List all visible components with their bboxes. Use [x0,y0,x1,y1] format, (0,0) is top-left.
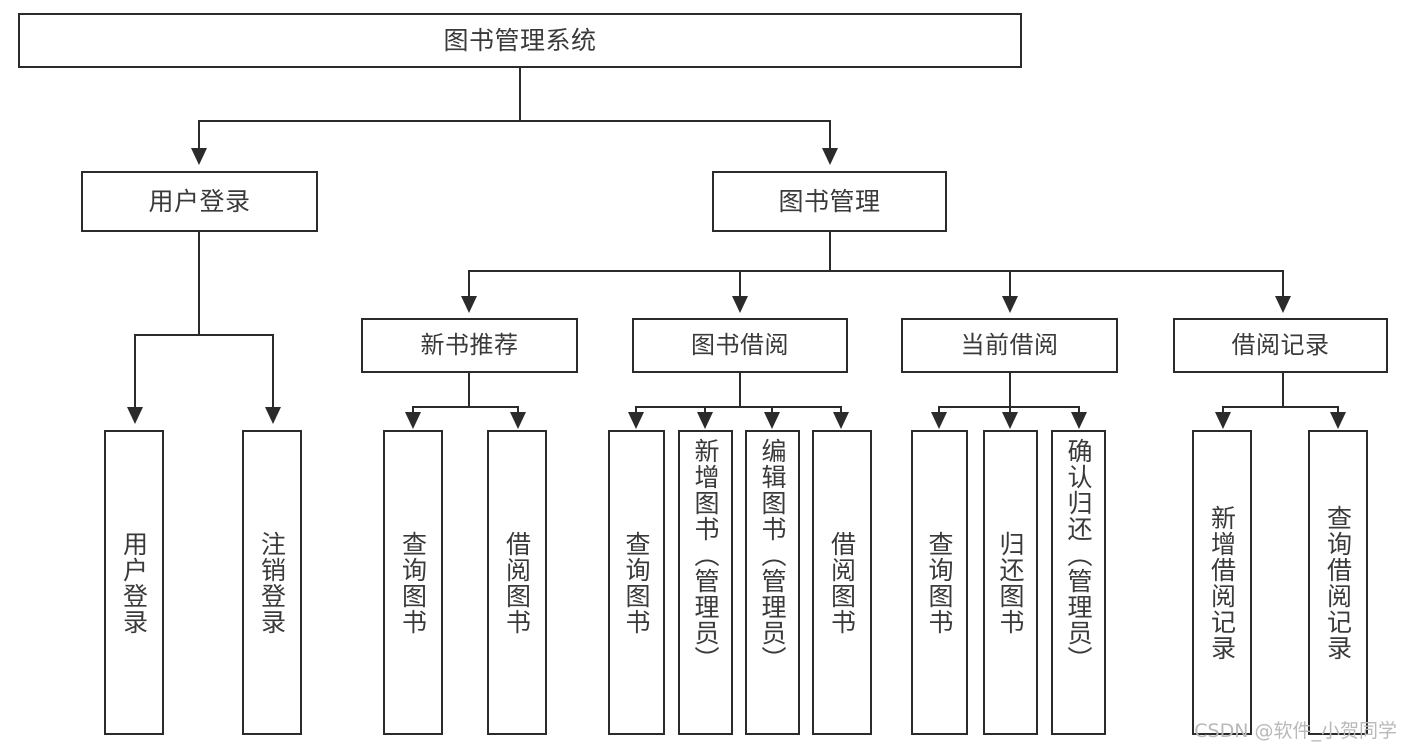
leaf-bb-add-book-label: 新增图书（管理员） [691,438,720,672]
edge-nbr-stem [468,373,470,408]
arrowhead-user-login [191,148,207,165]
node-new-book-recommend-label: 新书推荐 [420,331,519,360]
leaf-br-add-record[interactable]: 新增借阅记录 [1192,430,1252,735]
node-current-borrow[interactable]: 当前借阅 [901,318,1118,373]
node-book-management[interactable]: 图书管理 [712,171,947,232]
node-user-login-label: 用户登录 [148,186,251,216]
edge-root-to-user-login [198,120,200,149]
arrowhead-cb-leaf-2 [1002,412,1018,429]
edge-cb-stem [1009,373,1011,408]
arrowhead-borrow-record [1275,296,1291,313]
leaf-logout[interactable]: 注销登录 [242,430,302,735]
arrowhead-br-leaf-2 [1330,412,1346,429]
leaf-br-query-record-label: 查询借阅记录 [1323,504,1353,661]
node-book-borrow-label: 图书借阅 [691,331,789,360]
leaf-bb-add-book[interactable]: 新增图书（管理员） [678,430,733,735]
arrowhead-nbr-leaf-1 [405,412,421,429]
node-root[interactable]: 图书管理系统 [18,13,1022,68]
leaf-cb-query-book[interactable]: 查询图书 [911,430,968,735]
arrowhead-leaf-user-login [127,407,143,424]
arrowhead-nbr-leaf-2 [510,412,526,429]
edge-br-stem [1282,373,1284,408]
leaf-cb-confirm-return[interactable]: 确认归还（管理员） [1051,430,1106,735]
arrowhead-cb-leaf-1 [931,412,947,429]
arrowhead-bb-leaf-4 [833,412,849,429]
arrowhead-current-borrow [1002,296,1018,313]
leaf-bb-query-book-label: 查询图书 [622,530,651,635]
arrowhead-cb-leaf-3 [1071,412,1087,429]
edge-bm-drop-2 [739,270,741,297]
edge-root-to-book-manage [829,120,831,149]
leaf-bb-edit-book[interactable]: 编辑图书（管理员） [745,430,800,735]
leaf-user-login[interactable]: 用户登录 [104,430,164,735]
leaf-cb-return-book-label: 归还图书 [996,530,1025,635]
leaf-nbr-borrow-book-label: 借阅图书 [502,530,532,635]
leaf-cb-query-book-label: 查询图书 [925,530,954,635]
leaf-cb-confirm-return-label: 确认归还（管理员） [1064,438,1093,672]
node-new-book-recommend[interactable]: 新书推荐 [361,318,578,373]
edge-user-login-drop-1 [134,334,136,408]
leaf-bb-edit-book-label: 编辑图书（管理员） [758,438,787,672]
leaf-br-query-record[interactable]: 查询借阅记录 [1308,430,1368,735]
edge-bb-stem [739,373,741,408]
edge-bb-bus [635,406,842,408]
arrowhead-bb-leaf-1 [628,412,644,429]
edge-book-management-bus [468,270,1284,272]
leaf-user-login-label: 用户登录 [119,530,149,635]
edge-bm-drop-1 [468,270,470,297]
edge-bm-drop-4 [1282,270,1284,297]
leaf-br-add-record-label: 新增借阅记录 [1207,504,1237,661]
node-book-borrow[interactable]: 图书借阅 [632,318,848,373]
arrowhead-book-borrow [732,296,748,313]
edge-user-login-bus [134,334,274,336]
node-book-management-label: 图书管理 [778,186,881,216]
leaf-logout-label: 注销登录 [257,530,287,635]
edge-bm-drop-3 [1009,270,1011,297]
arrowhead-leaf-logout [265,407,281,424]
arrowhead-bb-leaf-3 [764,412,780,429]
leaf-bb-borrow-book[interactable]: 借阅图书 [812,430,872,735]
edge-book-management-stem [829,232,831,272]
leaf-cb-return-book[interactable]: 归还图书 [983,430,1038,735]
node-root-label: 图书管理系统 [443,25,597,55]
leaf-bb-borrow-book-label: 借阅图书 [827,530,857,635]
node-borrow-record-label: 借阅记录 [1231,331,1330,360]
arrowhead-book-manage [822,148,838,165]
arrowhead-bb-leaf-2 [697,412,713,429]
leaf-bb-query-book[interactable]: 查询图书 [608,430,665,735]
edge-br-bus [1222,406,1339,408]
arrowhead-br-leaf-1 [1215,412,1231,429]
node-current-borrow-label: 当前借阅 [960,331,1059,360]
edge-user-login-stem [198,232,200,336]
arrowhead-new-book-recommend [461,296,477,313]
leaf-nbr-query-book[interactable]: 查询图书 [383,430,443,735]
edge-root-stem [519,68,521,121]
edge-root-bus [198,120,830,122]
edge-nbr-bus [412,406,519,408]
edge-user-login-drop-2 [272,334,274,408]
leaf-nbr-borrow-book[interactable]: 借阅图书 [487,430,547,735]
leaf-nbr-query-book-label: 查询图书 [398,530,428,635]
node-borrow-record[interactable]: 借阅记录 [1173,318,1388,373]
node-user-login[interactable]: 用户登录 [81,171,318,232]
